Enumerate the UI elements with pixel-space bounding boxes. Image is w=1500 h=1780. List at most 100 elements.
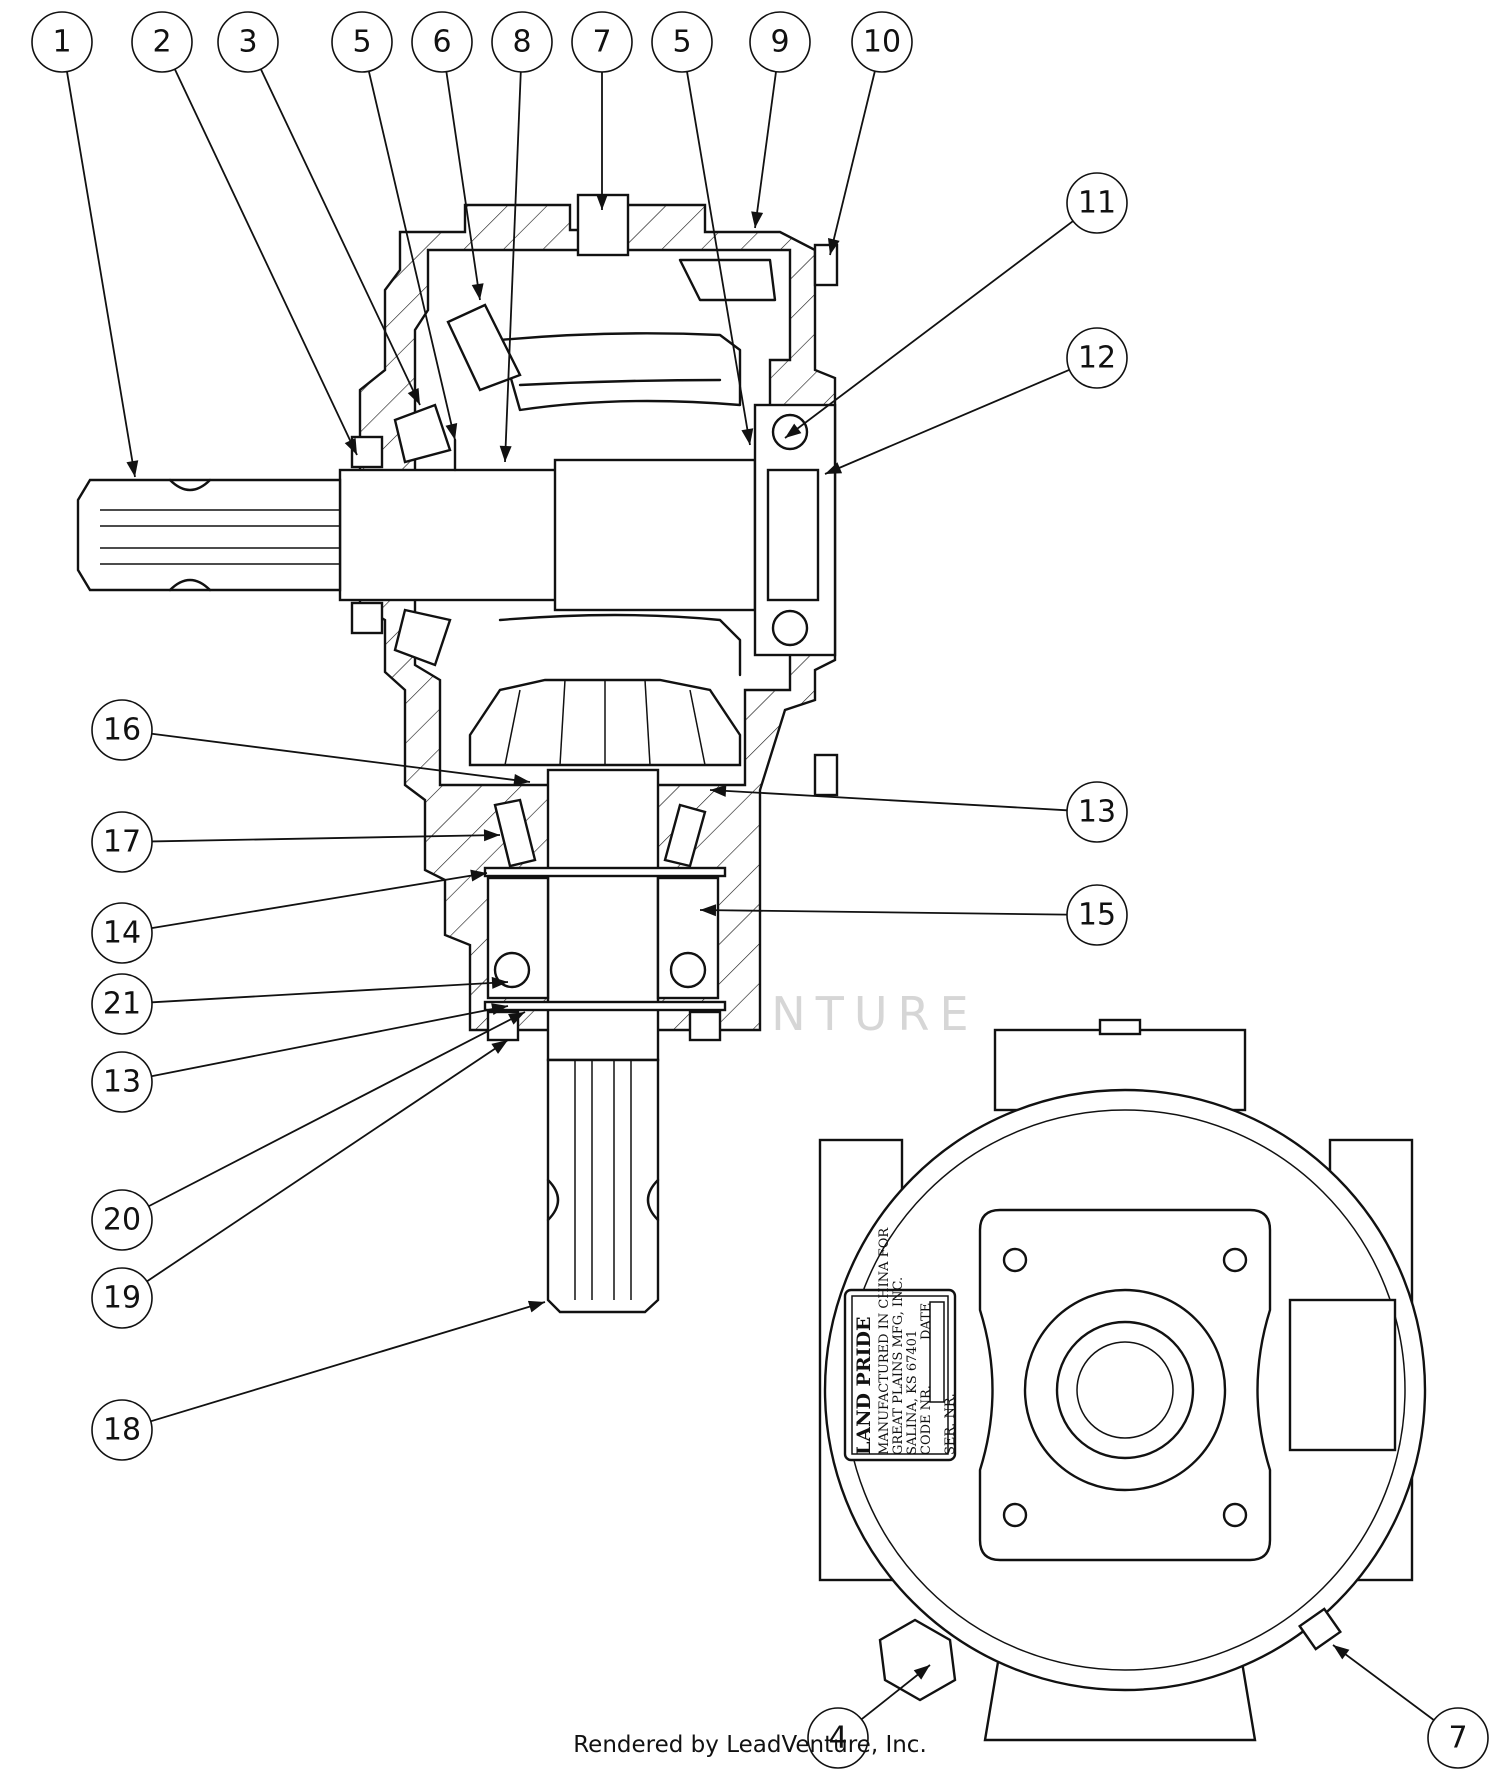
callout-6: 6: [411, 11, 473, 73]
leader-line-17: [151, 981, 509, 1004]
render-credit: Rendered by LeadVenture, Inc.: [573, 1732, 927, 1758]
leader-arrowhead-0: [126, 460, 139, 477]
leader-line-18: [151, 1005, 509, 1078]
callout-17: 17: [91, 811, 153, 873]
callout-14: 14: [91, 902, 153, 964]
leader-arrowhead-21: [527, 1300, 545, 1313]
nameplate-serial: SER. NR.: [943, 1393, 958, 1455]
svg-text:7: 7: [592, 25, 611, 60]
callout-20: 20: [91, 1189, 153, 1251]
input-spline-end: [76, 478, 342, 592]
callout-7: 7: [571, 11, 633, 73]
leader-arrowhead-4: [471, 283, 484, 300]
leader-arrowhead-7: [741, 428, 754, 445]
callout-1: 1: [31, 11, 93, 73]
leader-arrowhead-22: [913, 1665, 930, 1680]
leader-line-5: [504, 71, 522, 463]
leader-line-11: [824, 368, 1070, 475]
svg-text:13: 13: [1078, 795, 1116, 830]
nameplate-brand: LAND PRIDE: [853, 1317, 875, 1455]
svg-text:21: 21: [103, 987, 141, 1022]
callout-16: 16: [91, 699, 153, 761]
svg-text:12: 12: [1078, 341, 1116, 376]
leader-arrowhead-14: [483, 829, 500, 842]
nameplate: LAND PRIDE MANUFACTURED IN CHINA FOR GRE…: [843, 1227, 958, 1462]
leader-arrowhead-2: [407, 387, 420, 405]
leader-line-13: [709, 789, 1068, 812]
svg-text:13: 13: [103, 1065, 141, 1100]
leader-arrowhead-18: [491, 1003, 508, 1015]
leader-arrowhead-17: [491, 976, 508, 989]
svg-text:15: 15: [1078, 898, 1116, 933]
leader-line-19: [148, 1011, 526, 1208]
svg-text:3: 3: [238, 25, 257, 60]
nameplate-line3: SALINA, KS 67401: [905, 1330, 920, 1455]
svg-text:18: 18: [103, 1413, 141, 1448]
callout-2: 2: [131, 11, 193, 73]
leader-line-9: [829, 70, 876, 256]
leader-line-0: [66, 71, 136, 478]
fill-plug: [878, 1618, 957, 1702]
svg-text:8: 8: [512, 25, 531, 60]
leader-line-3: [367, 71, 456, 441]
callout-4: 4: [807, 1707, 869, 1769]
leader-line-15: [699, 909, 1068, 916]
leader-line-14: [151, 834, 501, 843]
leader-arrowhead-5: [499, 445, 512, 462]
callout-15: 15: [1066, 884, 1128, 946]
svg-text:10: 10: [863, 25, 901, 60]
leader-arrowhead-6: [596, 194, 608, 210]
svg-text:11: 11: [1078, 186, 1116, 221]
svg-text:2: 2: [152, 25, 171, 60]
leader-arrowhead-3: [445, 423, 458, 440]
svg-text:20: 20: [103, 1203, 141, 1238]
callout-3: 3: [217, 11, 279, 73]
leader-arrowhead-20: [491, 1040, 508, 1054]
leader-line-20: [146, 1039, 509, 1283]
callout-13: 13: [1066, 781, 1128, 843]
leader-line-12: [151, 732, 531, 783]
output-spline-end: [546, 1058, 660, 1314]
svg-text:4: 4: [828, 1721, 847, 1756]
svg-text:17: 17: [103, 825, 141, 860]
leader-line-21: [150, 1301, 546, 1423]
nameplate-line4: CODE NR.: [919, 1385, 934, 1455]
svg-text:5: 5: [352, 25, 371, 60]
leader-arrowhead-10: [785, 423, 802, 438]
svg-text:14: 14: [103, 916, 141, 951]
leader-lines: [66, 68, 1435, 1721]
leader-arrowhead-11: [825, 462, 843, 474]
callout-11: 11: [1066, 172, 1128, 234]
leader-line-7: [686, 71, 751, 446]
nameplate-line1: MANUFACTURED IN CHINA FOR: [877, 1227, 892, 1455]
nameplate-line2: GREAT PLAINS MFG, INC.: [891, 1277, 906, 1455]
end-view: LAND PRIDE MANUFACTURED IN CHINA FOR GRE…: [818, 1018, 1427, 1742]
leader-line-1: [173, 68, 358, 456]
leader-arrowhead-15: [700, 904, 717, 917]
svg-text:9: 9: [770, 25, 789, 60]
callout-10: 10: [851, 11, 913, 73]
leader-arrowhead-13: [710, 784, 727, 797]
section-view: [76, 193, 839, 1314]
leader-line-16: [151, 872, 488, 930]
svg-text:6: 6: [432, 25, 451, 60]
leader-arrowhead-8: [751, 211, 764, 228]
svg-text:7: 7: [1448, 1721, 1467, 1756]
leader-arrowhead-1: [344, 437, 357, 455]
leader-line-23: [1332, 1644, 1435, 1721]
leader-arrowhead-23: [1333, 1645, 1350, 1660]
callout-7: 7: [1427, 1707, 1489, 1769]
svg-text:1: 1: [52, 25, 71, 60]
leader-arrowhead-12: [513, 774, 530, 786]
leader-arrowhead-19: [508, 1012, 525, 1025]
nameplate-date: DATE: [919, 1303, 934, 1340]
callout-5: 5: [651, 11, 713, 73]
svg-text:19: 19: [103, 1281, 141, 1316]
callout-21: 21: [91, 973, 153, 1035]
svg-text:16: 16: [103, 713, 141, 748]
callout-5: 5: [331, 11, 393, 73]
callout-8: 8: [491, 11, 553, 73]
svg-text:5: 5: [672, 25, 691, 60]
